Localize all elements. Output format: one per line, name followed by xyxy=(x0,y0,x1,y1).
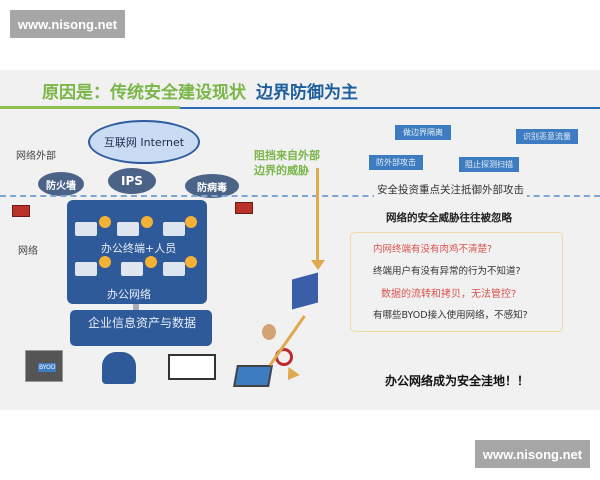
ignored-text: 网络的安全威胁往往被忽略 xyxy=(386,212,512,224)
laptop-icon xyxy=(163,262,185,276)
block-threat-text: 阻挡来自外部边界的威胁 xyxy=(254,148,320,178)
terminals-label: 办公终端+人员 xyxy=(101,242,177,255)
antivirus-node: 防病毒 xyxy=(185,174,239,198)
cloud-label: 互联网 Internet xyxy=(103,136,185,149)
tag-malicious-traffic: 识别恶意流量 xyxy=(516,129,578,144)
assets-label: 企业信息资产与数据 xyxy=(88,316,197,330)
laptop-icon xyxy=(121,262,143,276)
internet-cloud: 互联网 Internet xyxy=(88,120,200,164)
watermark-bottom: www.nisong.net xyxy=(475,440,590,468)
ips-label: IPS xyxy=(121,174,143,188)
user-icon xyxy=(99,216,111,228)
block-line2: 边界的威胁 xyxy=(254,164,309,177)
byod-keyboard-icon: BYOD xyxy=(25,350,63,382)
diagonal-arrow-head xyxy=(282,366,300,385)
user-icon xyxy=(185,256,197,268)
title-underline-blue xyxy=(180,107,600,109)
title-underline-green xyxy=(0,106,180,109)
laptop-user-icon xyxy=(233,365,273,387)
antivirus-label: 防病毒 xyxy=(197,182,227,194)
user-head-icon xyxy=(262,324,276,340)
network-label: 网络 xyxy=(18,246,38,257)
questions-box: 内网终端有没有肉鸡不清楚? 终端用户有没有异常的行为不知道? 数据的流转和拷贝，… xyxy=(350,232,563,332)
question-4: 有哪些BYOD接入使用网络，不感知? xyxy=(373,310,528,321)
boundary-line xyxy=(0,195,600,197)
question-3: 数据的流转和拷贝，无法管控? xyxy=(381,289,517,300)
user-icon xyxy=(141,216,153,228)
laptop-icon xyxy=(163,222,185,236)
byod-key-label: BYOD xyxy=(38,363,57,372)
conclusion-text: 办公网络成为安全洼地！！ xyxy=(385,374,530,388)
connector xyxy=(133,304,139,312)
question-1: 内网终端有没有肉鸡不清楚? xyxy=(373,244,493,255)
laptop-icon xyxy=(117,222,139,236)
block-line1: 阻挡来自外部 xyxy=(254,149,320,162)
ips-node: IPS xyxy=(108,168,156,194)
hacker-icon xyxy=(102,352,136,384)
assets-panel: 企业信息资产与数据 xyxy=(70,310,212,346)
brick-wall-icon xyxy=(235,202,253,214)
question-2: 终端用户有没有异常的行为不知道? xyxy=(373,266,521,277)
brick-wall-icon xyxy=(12,205,30,217)
tag-scan-block: 阻止探测扫描 xyxy=(459,157,519,172)
down-arrow-head xyxy=(311,260,325,270)
tag-external-attack: 防外部攻击 xyxy=(369,155,423,170)
firewall-label: 防火墙 xyxy=(46,180,76,192)
outside-label: 网络外部 xyxy=(16,151,56,162)
data-flow-icon xyxy=(168,354,216,380)
title-part2: 边界防御为主 xyxy=(256,83,358,103)
down-arrow-shaft xyxy=(316,168,319,262)
firewall-node: 防火墙 xyxy=(38,172,84,196)
slide-title: 原因是：传统安全建设现状边界防御为主 xyxy=(42,78,358,103)
building-icon xyxy=(292,272,318,310)
user-icon xyxy=(145,256,157,268)
watermark-top: www.nisong.net xyxy=(10,10,125,38)
user-icon xyxy=(99,256,111,268)
slide: 原因是：传统安全建设现状边界防御为主 网络外部 网络 互联网 Internet … xyxy=(0,70,600,410)
office-network-label: 办公网络 xyxy=(107,288,151,301)
laptop-icon xyxy=(75,262,97,276)
focus-text: 安全投资重点关注抵御外部攻击 xyxy=(374,182,527,197)
user-icon xyxy=(185,216,197,228)
title-part1: 原因是：传统安全建设现状 xyxy=(42,83,246,103)
office-network-panel: 办公终端+人员 办公网络 xyxy=(67,200,207,304)
tag-boundary-isolation: 做边界隔离 xyxy=(395,125,451,140)
laptop-icon xyxy=(75,222,97,236)
